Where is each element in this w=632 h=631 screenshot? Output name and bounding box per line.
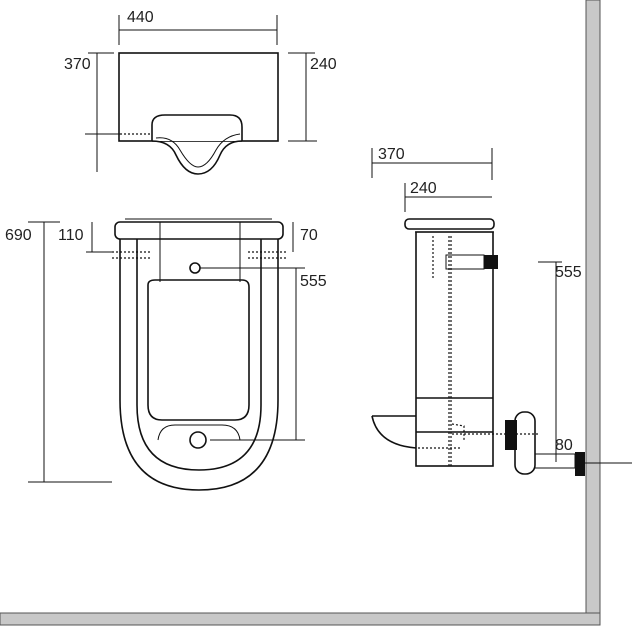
front-rim2-label: 70 <box>300 227 318 244</box>
side-depth2-label: 240 <box>410 180 437 197</box>
front-height-label: 690 <box>5 227 32 244</box>
wall <box>0 0 601 626</box>
side-depth-label: 370 <box>378 146 405 163</box>
side-outlet-height-label: 555 <box>555 264 582 281</box>
side-pipe-label: 80 <box>555 437 573 454</box>
front-rim-label: 110 <box>58 227 84 244</box>
top-width-label: 440 <box>127 9 154 26</box>
front-view: 690 110 70 555 <box>5 218 327 491</box>
top-view: 440 370 240 <box>64 9 337 175</box>
front-outlet-label: 555 <box>300 273 327 290</box>
top-depth2-label: 240 <box>310 56 337 73</box>
side-view: 370 240 555 80 <box>371 146 632 476</box>
top-depth-label: 370 <box>64 56 91 73</box>
